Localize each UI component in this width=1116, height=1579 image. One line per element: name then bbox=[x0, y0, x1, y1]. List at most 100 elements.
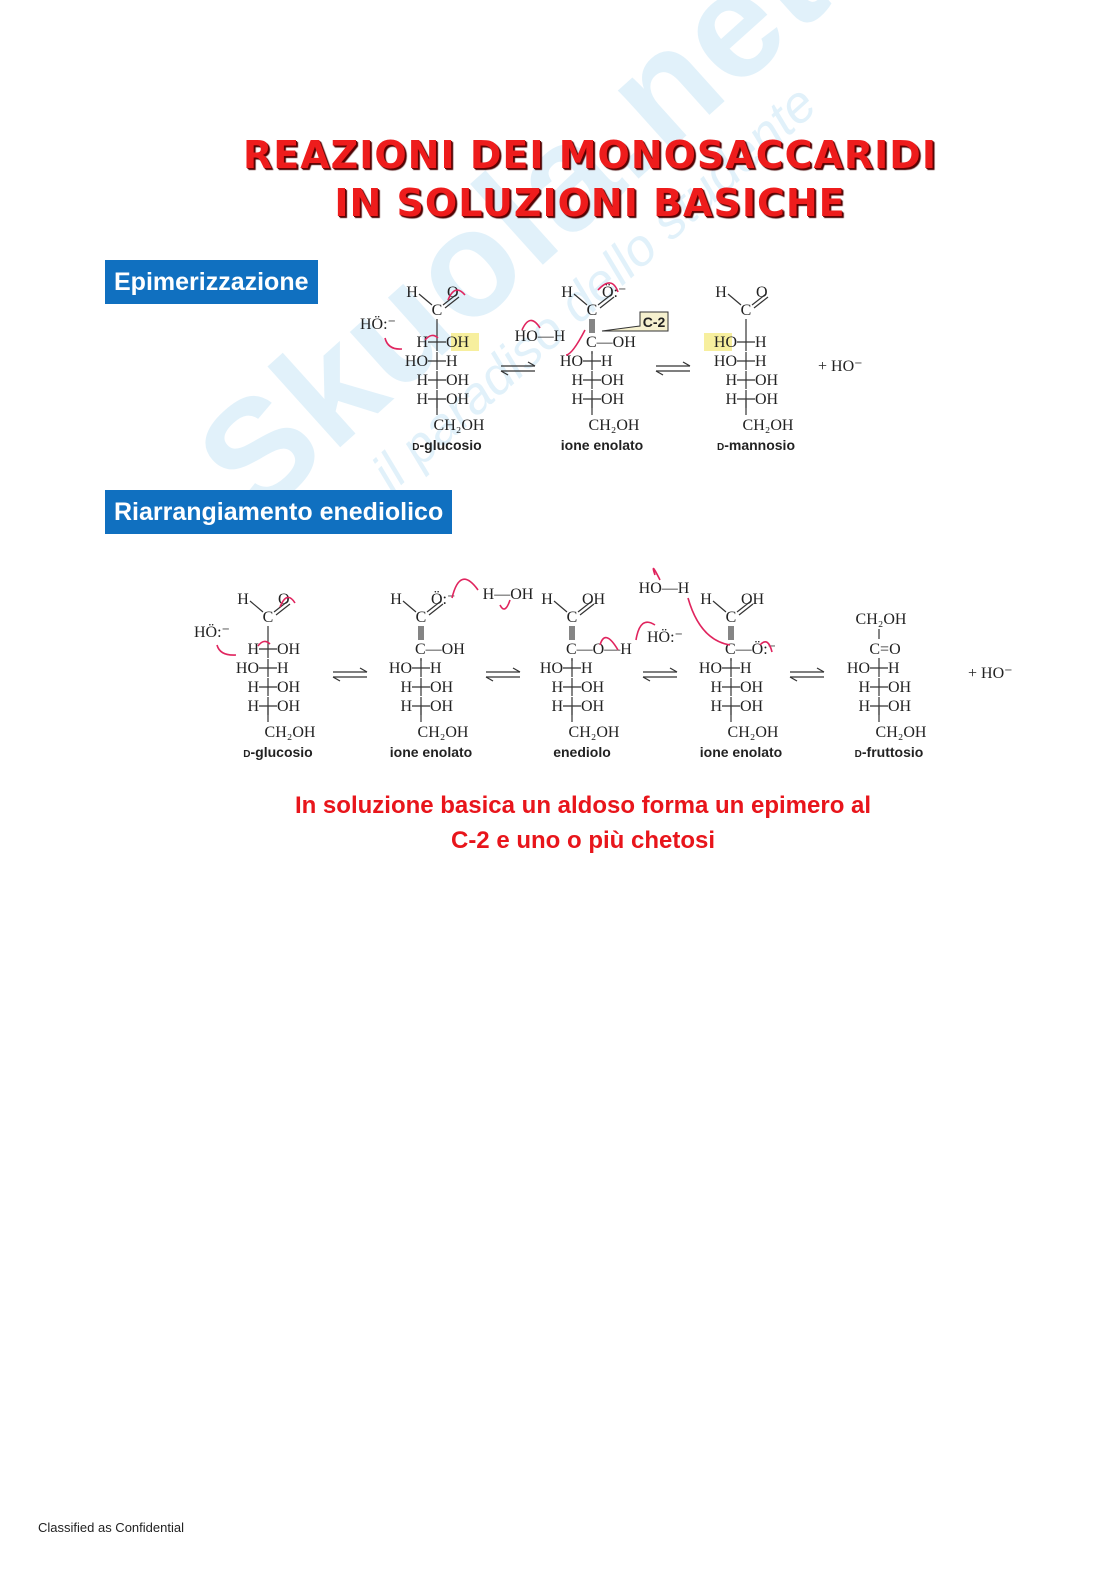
electron-push-arrow bbox=[565, 329, 586, 356]
electron-push-arrow bbox=[499, 599, 511, 610]
fischer-aldehyde-h: H bbox=[237, 591, 249, 608]
fischer-row-right: H bbox=[740, 660, 752, 677]
callout-box bbox=[601, 311, 669, 332]
bond bbox=[275, 603, 291, 616]
electron-push-arrow bbox=[216, 644, 237, 656]
equilibrium-arrow bbox=[332, 676, 341, 682]
fischer-top-group: OH bbox=[582, 591, 606, 608]
fischer-row-left: HO bbox=[699, 660, 722, 677]
bond bbox=[751, 293, 767, 306]
fischer-top-group: Ö:⁻ bbox=[431, 590, 455, 608]
bond bbox=[444, 296, 460, 309]
conclusion-line1: In soluzione basica un aldoso forma un e… bbox=[294, 792, 872, 819]
fischer-row-left: H bbox=[416, 372, 428, 389]
fischer-row-right: OH bbox=[740, 698, 764, 715]
fischer-row-right: OH bbox=[277, 679, 301, 696]
page-title-line1: REAZIONI DEI MONOSACCARIDI bbox=[243, 133, 937, 177]
fischer-row-right: OH bbox=[277, 698, 301, 715]
fischer-row-right: OH bbox=[755, 372, 779, 389]
fischer-row-right: H bbox=[601, 353, 613, 370]
bond bbox=[599, 296, 615, 309]
electron-push-arrow bbox=[257, 640, 271, 647]
fischer-row-right: OH bbox=[601, 372, 625, 389]
c2-callout-label: C-2 bbox=[643, 314, 666, 330]
byproduct-hydroxide: + HO⁻ bbox=[818, 358, 863, 375]
fischer-row-right: OH bbox=[446, 391, 470, 408]
equilibrium-arrow bbox=[642, 676, 651, 682]
fischer-carbon: C bbox=[416, 609, 427, 626]
fischer-row-right: OH bbox=[601, 391, 625, 408]
equilibrium-arrow bbox=[816, 667, 825, 673]
fischer-row-left: H bbox=[551, 679, 563, 696]
fischer-row-right: H bbox=[277, 660, 289, 677]
equilibrium-arrow bbox=[500, 370, 509, 376]
fischer-row-left: HO bbox=[560, 353, 583, 370]
fischer-top-group: O bbox=[756, 284, 768, 301]
fischer-row-right: OH bbox=[888, 698, 912, 715]
fischer-row-left: H bbox=[247, 679, 259, 696]
compound-name: enediolo bbox=[553, 744, 611, 760]
fischer-row-right: H bbox=[755, 353, 767, 370]
bond bbox=[727, 293, 742, 306]
fischer-row-left: HO bbox=[405, 353, 428, 370]
fischer-row-right: OH bbox=[740, 679, 764, 696]
fischer-aldehyde-h: H bbox=[561, 284, 573, 301]
bond bbox=[753, 296, 769, 309]
fischer-row-left: HO bbox=[236, 660, 259, 677]
electron-push-arrow bbox=[384, 337, 403, 350]
byproduct-hydroxide: + HO⁻ bbox=[968, 665, 1013, 682]
water-molecule: HO—H bbox=[515, 328, 566, 345]
compound-name: D-fruttosio bbox=[855, 744, 924, 760]
fischer-row-right: OH bbox=[277, 641, 301, 658]
section-heading-epimerization: Epimerizzazione bbox=[105, 260, 318, 304]
equilibrium-arrow bbox=[359, 667, 368, 673]
fischer-row-left: HO bbox=[389, 660, 412, 677]
bond bbox=[442, 293, 458, 306]
fischer-row-right: H bbox=[446, 353, 458, 370]
electron-push-arrow bbox=[759, 640, 773, 653]
fischer-bottom-group: CH₂OH bbox=[876, 724, 927, 741]
fischer-row-right: H bbox=[430, 660, 442, 677]
fischer-row-left: H bbox=[416, 334, 428, 351]
bond bbox=[597, 293, 613, 306]
fischer-bottom-group: CH₂OH bbox=[569, 724, 620, 741]
fischer-row-right: OH bbox=[446, 334, 470, 351]
fischer-carbon: C bbox=[567, 609, 578, 626]
fischer-row-left: HO bbox=[847, 660, 870, 677]
bond bbox=[553, 600, 568, 613]
fischer-row-left: H bbox=[725, 372, 737, 389]
bond bbox=[736, 600, 752, 613]
fischer-aldehyde-h: H bbox=[541, 591, 553, 608]
fischer-aldehyde-h: H bbox=[715, 284, 727, 301]
fischer-row-left: H bbox=[710, 698, 722, 715]
electron-push-arrow bbox=[447, 289, 466, 301]
fischer-row-right: OH bbox=[430, 698, 454, 715]
bond bbox=[573, 293, 588, 306]
fischer-row-right: OH bbox=[755, 391, 779, 408]
fischer-row-left: HO bbox=[714, 353, 737, 370]
fischer-row-left: H bbox=[400, 698, 412, 715]
compound-name: D-glucosio bbox=[243, 744, 312, 760]
fischer-aldehyde-h: H bbox=[700, 591, 712, 608]
fischer-row-right: H bbox=[581, 660, 593, 677]
fischer-row-left: H bbox=[551, 698, 563, 715]
page-title-line2: IN SOLUZIONI BASICHE bbox=[334, 181, 846, 225]
fischer-bottom-group: CH₂OH bbox=[434, 417, 485, 434]
conclusion: In soluzione basica un aldoso forma un e… bbox=[0, 788, 1116, 858]
fischer-row-left: H bbox=[571, 372, 583, 389]
fischer-row-left: H bbox=[416, 391, 428, 408]
electron-push-arrow bbox=[599, 636, 619, 651]
fischer-row-left: H bbox=[858, 698, 870, 715]
fischer-row-right: C—O—H bbox=[566, 641, 632, 658]
electron-push-arrow bbox=[451, 578, 479, 599]
footer-classification: Classified as Confidential bbox=[38, 1520, 184, 1535]
hydroxide-nucleophile: HÖ:⁻ bbox=[360, 315, 396, 333]
fischer-aldehyde-h: H bbox=[390, 591, 402, 608]
fischer-row-left: H bbox=[571, 391, 583, 408]
electron-push-arrow bbox=[279, 596, 296, 608]
fischer-top-group: CH₂OH bbox=[856, 611, 907, 628]
compound-name: D-glucosio bbox=[412, 437, 481, 453]
water-molecule: HO—H bbox=[639, 580, 690, 597]
electron-push-arrow bbox=[635, 621, 656, 641]
